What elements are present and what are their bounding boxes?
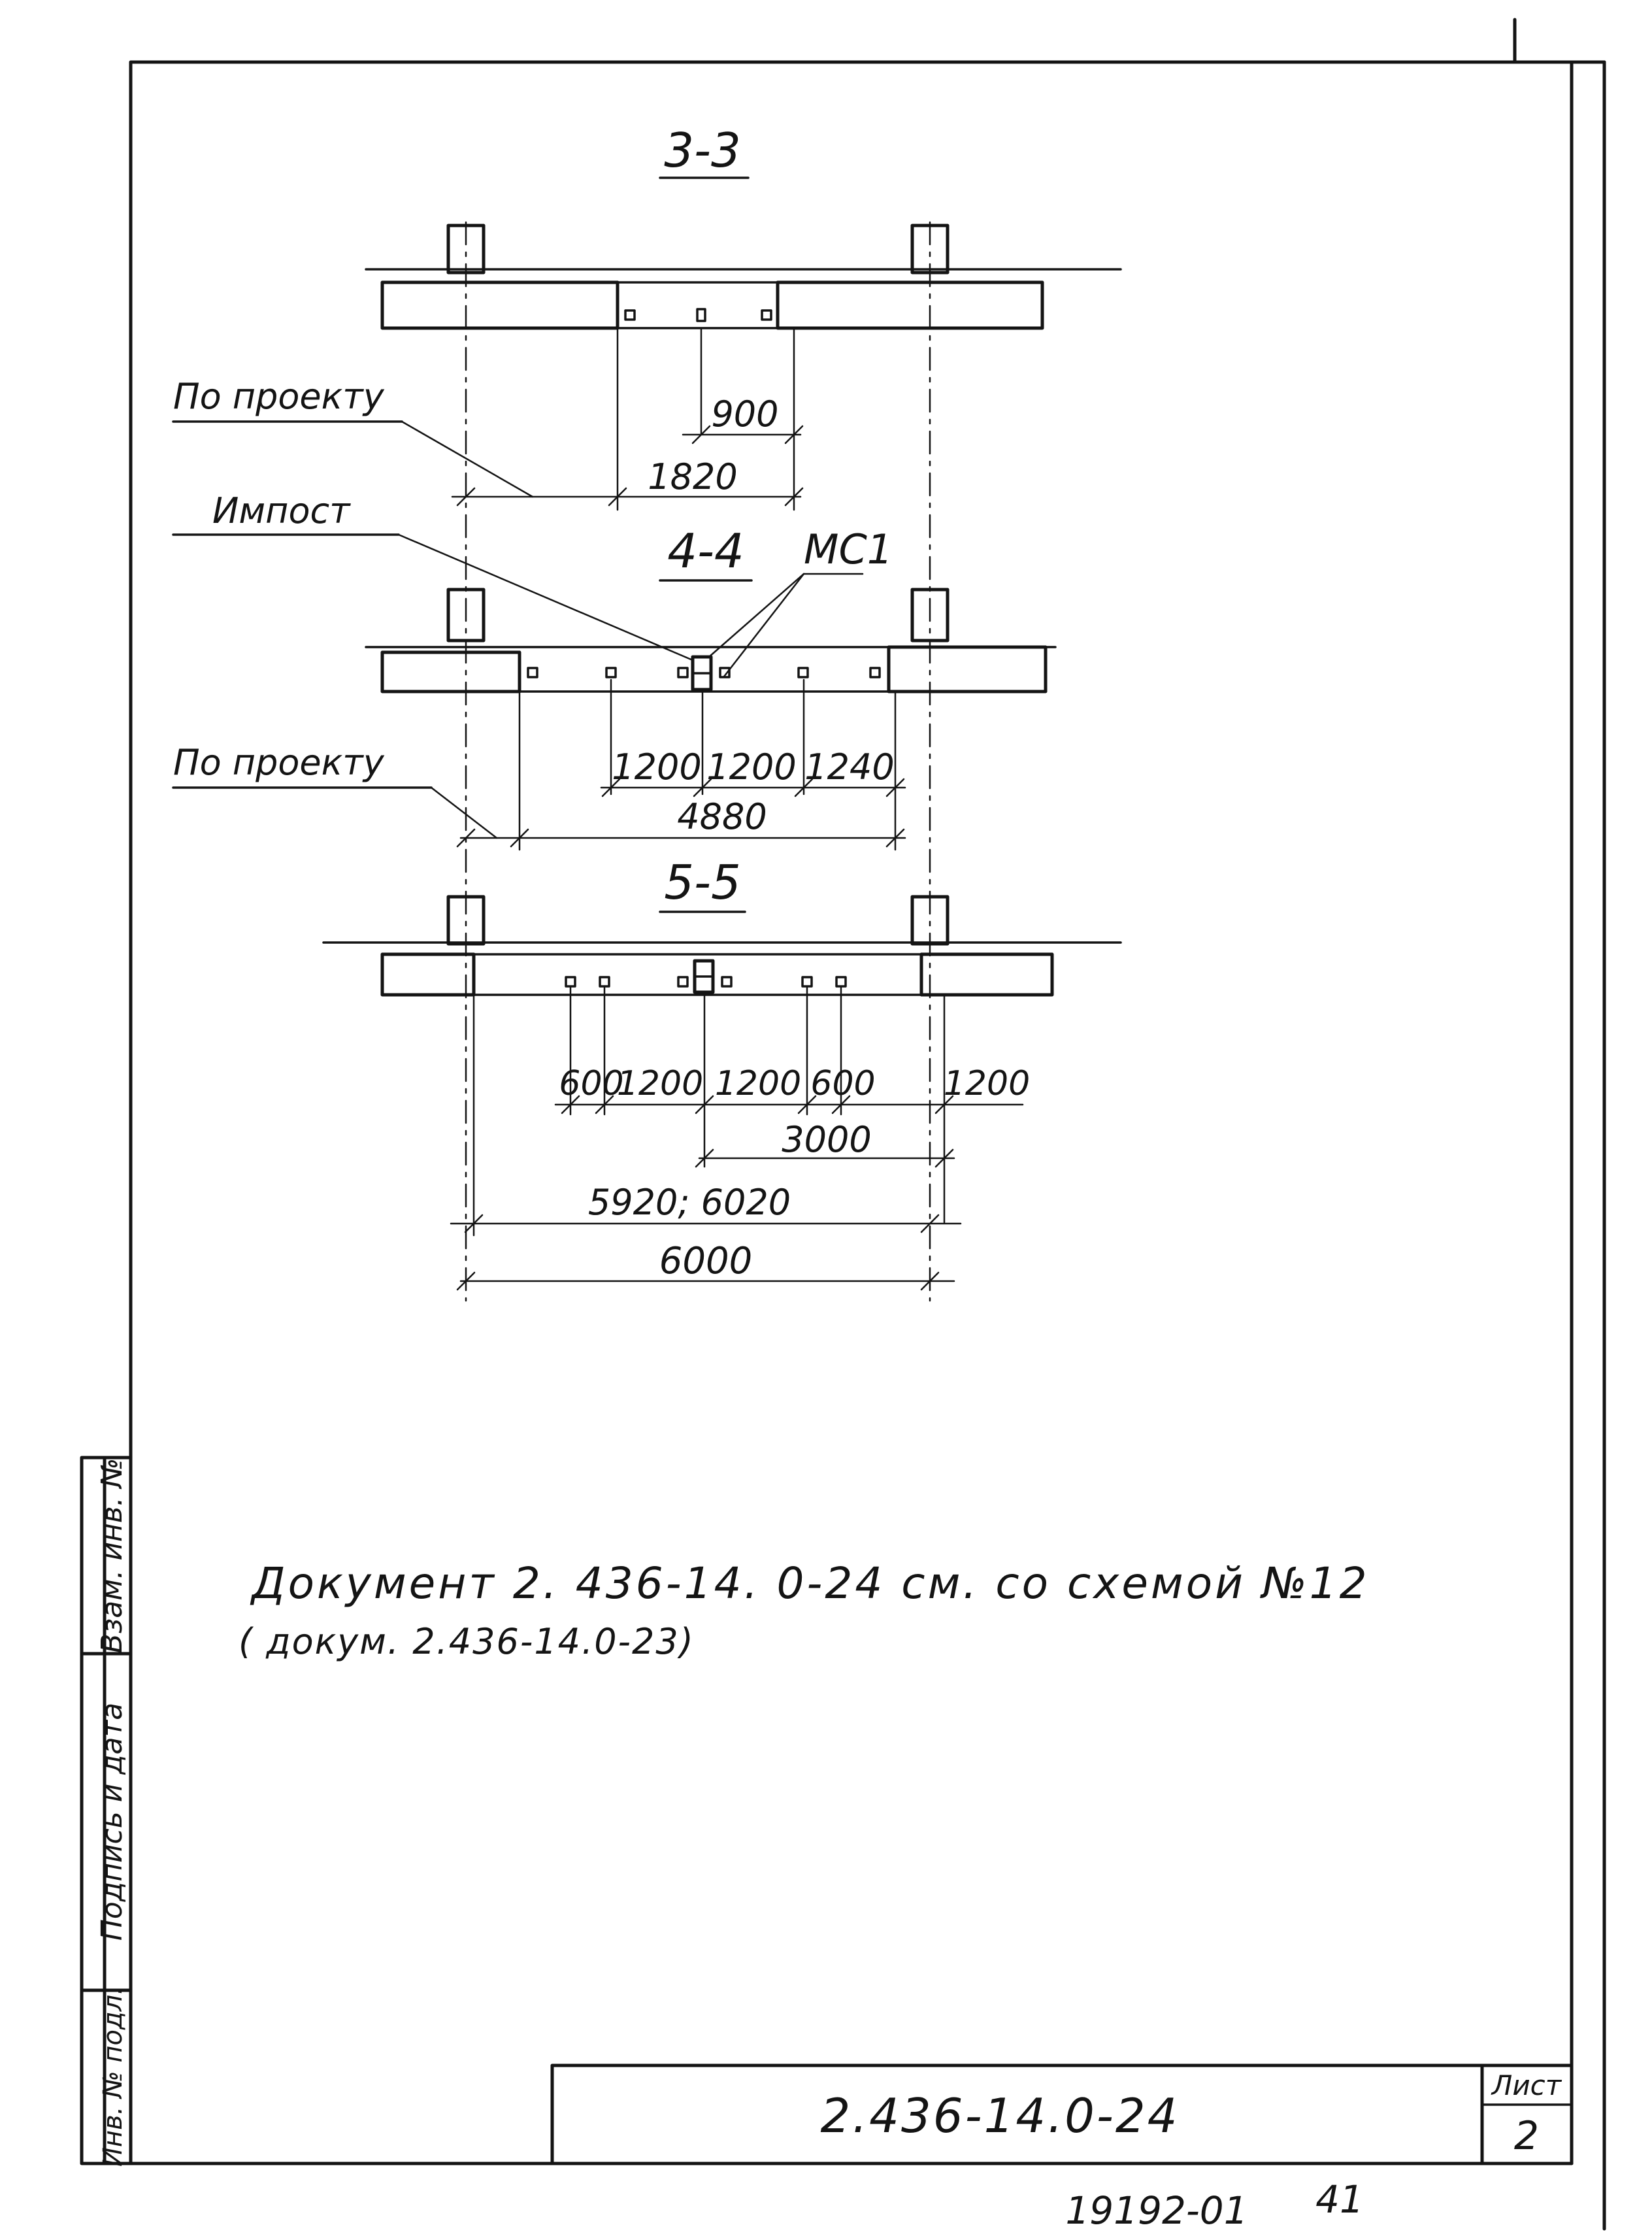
footer: 19192-01 41 [1065,2177,1364,2233]
section-3-3: 3-3 900 1820 [365,123,1122,511]
axis-lines [465,221,931,1302]
note-line-2: ( докум. 2.436-14.0-23) [239,1621,695,1662]
section-3-3-title: 3-3 [664,123,741,178]
mark-ms1: МС1 [804,526,893,573]
dim-5-5-3000: 3000 [782,1119,871,1160]
callout-po-proektu-1-label: По проекту [173,376,385,417]
title-block: 2.436-14.0-24 Лист 2 [550,2063,1574,2165]
dim-5-5-b: 1200 [617,1064,703,1103]
dim-5-5-range: 5920; 6020 [588,1182,791,1223]
callout-po-proektu-1: По проекту [172,376,534,498]
dim-900: 900 [711,393,778,435]
page-number: 41 [1315,2177,1364,2222]
section-4-4: 4-4 МС1 1200 [365,524,1057,851]
note: Документ 2. 436-14. 0-24 см. со схемой №… [239,1558,1370,1662]
note-line-1: Документ 2. 436-14. 0-24 см. со схемой №… [250,1558,1370,1609]
dim-4-4-a: 1200 [612,746,701,788]
dim-4-4-c: 1240 [804,746,894,788]
section-5-5: 5-5 [322,855,1122,1291]
sheet-number: 2 [1514,2113,1539,2159]
callout-po-proektu-2-label: По проекту [173,742,385,783]
dim-4-4-total: 4880 [677,796,767,837]
dim-1820: 1820 [648,456,737,497]
side-stamp: Взам. инв. № Подпись и дата Инв. № подл. [80,1456,133,2167]
dim-5-5-c: 1200 [715,1064,801,1103]
archive-number: 19192-01 [1065,2188,1247,2233]
dim-5-5-d: 600 [810,1064,875,1103]
vzam-inv-label: Взам. инв. № [95,1458,129,1654]
podpis-data-label: Подпись и дата [95,1703,129,1941]
dim-5-5-a: 600 [559,1064,623,1103]
section-5-5-title: 5-5 [664,855,741,910]
callout-impost: Импост [172,490,694,661]
section-4-4-title: 4-4 [667,524,744,578]
inv-podl-label: Инв. № подл. [98,1986,128,2167]
callout-po-proektu-2: По проекту [172,742,498,839]
callout-impost-label: Импост [212,490,351,531]
dim-5-5-e: 1200 [944,1064,1030,1103]
dim-4-4-b: 1200 [706,746,796,788]
doc-code: 2.436-14.0-24 [820,2088,1179,2143]
sheet-label: Лист [1491,2069,1562,2101]
dim-5-5-6000: 6000 [659,1240,753,1282]
